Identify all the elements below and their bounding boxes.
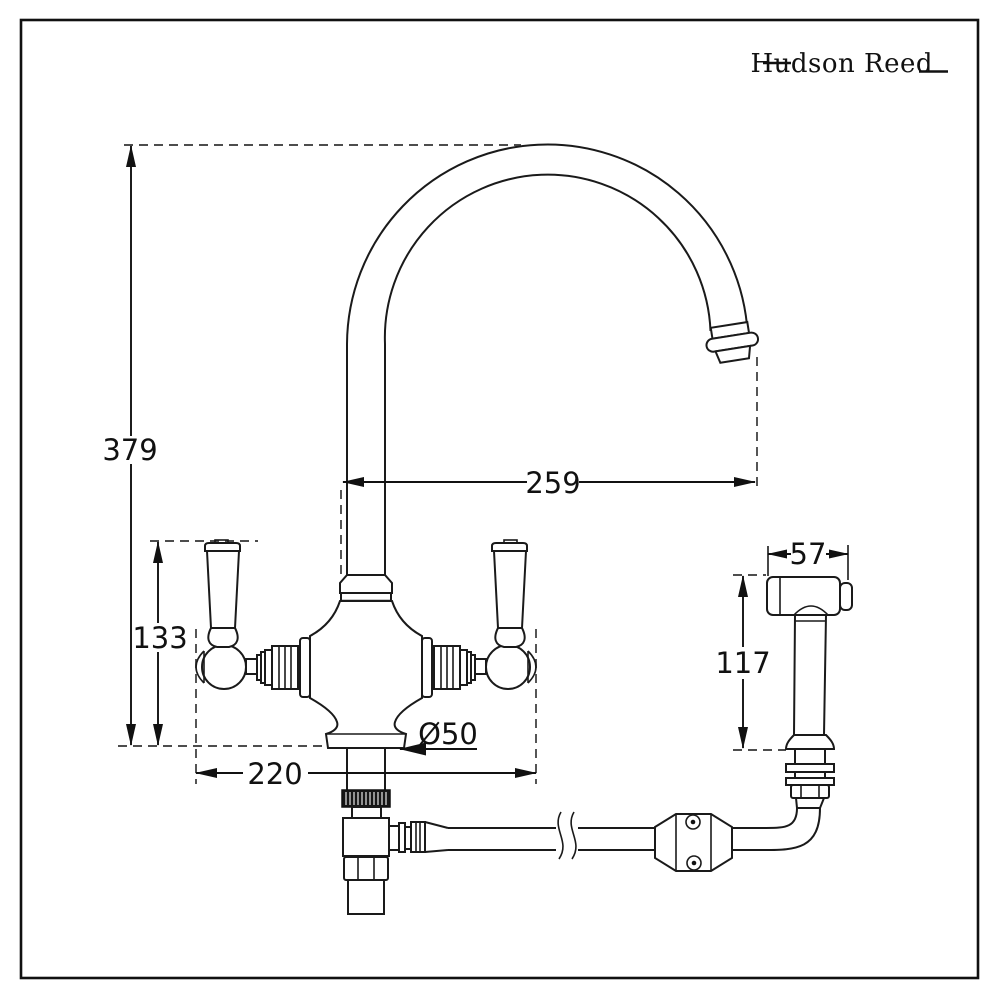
right-handle-hub [485, 644, 531, 690]
riser-collar [339, 574, 393, 594]
threaded-shank [347, 879, 385, 915]
right-valve-spindle [474, 658, 487, 675]
dim-259-arrow-right [734, 477, 756, 487]
spout-nozzle [705, 320, 760, 364]
drawing-border [19, 18, 980, 980]
sprayer-head-end-cap [839, 582, 853, 611]
right-lever-handle [491, 539, 528, 648]
coupling-screw-bottom [686, 855, 702, 871]
dim-220-arrow-left [195, 768, 217, 778]
dim-overall-height-label: 379 [102, 433, 157, 467]
hose-taper [424, 821, 449, 853]
dim-220-arrow-right [515, 768, 537, 778]
coupling-body [654, 813, 733, 872]
dim-base-diameter-label: Ø50 [418, 717, 478, 751]
left-handle-hub [201, 644, 247, 690]
left-lever-handle [204, 539, 241, 648]
dim-117-arrow-up [738, 575, 748, 597]
right-lever-cap [491, 542, 528, 552]
spout [339, 143, 760, 604]
extension-lines [118, 144, 786, 784]
dim-handle-height: 133 [132, 541, 188, 746]
dim-spout-reach-label: 259 [525, 466, 580, 500]
dim-sprayer-height: 117 [715, 575, 771, 749]
dim-133-arrow-up [153, 541, 163, 563]
elbow-inner-edge [732, 807, 798, 829]
brand-name: Hudson Reed [750, 49, 933, 79]
hose-break-symbol [557, 811, 577, 860]
dim-57-extensions [767, 545, 849, 580]
hose-elbow [732, 807, 821, 851]
dim-57-arrow-left [767, 549, 787, 559]
hex-nut [343, 856, 389, 881]
left-valve-flange [299, 637, 311, 698]
nozzle-outlet [714, 344, 752, 364]
left-hub-end-cap [195, 650, 205, 684]
dim-sprayer-width-label: 57 [790, 537, 827, 571]
dim-sprayer-height-label: 117 [715, 646, 770, 680]
right-valve-flange [421, 637, 433, 698]
elbow-outer-edge [732, 807, 821, 851]
hose-coupling [654, 813, 733, 872]
brand-logo: Hudson Reed [750, 49, 948, 79]
left-valve-assembly [195, 637, 311, 698]
spout-outer-edge [346, 143, 748, 578]
dim-spout-reach: 259 [342, 466, 756, 500]
sprayer-neck-1 [794, 748, 826, 765]
dim-57-arrow-right [829, 549, 849, 559]
dim-body-width-label: 220 [247, 757, 302, 791]
dim-body-width: 220 [195, 757, 537, 791]
sprayer-flange-ring-2 [785, 777, 835, 786]
right-lever-shaft [492, 550, 528, 629]
dim-handle-height-label: 133 [132, 621, 187, 655]
sprayer-tail-taper [794, 797, 826, 809]
mixer-body [309, 600, 423, 749]
spout-inner-edge [383, 173, 712, 578]
left-lever-neck [207, 627, 239, 648]
left-lever-shaft [205, 550, 241, 629]
dim-133-arrow-down [153, 724, 163, 746]
tee-body [342, 817, 390, 857]
dim-overall-height: 379 [102, 145, 158, 746]
right-valve-assembly [421, 637, 537, 698]
sprayer-head [766, 576, 841, 616]
left-lever-cap [204, 542, 241, 552]
hose-lines [448, 827, 655, 851]
knurl-lines [345, 792, 387, 805]
dim-379-arrow-down [126, 724, 136, 746]
sprayer-head-arch [793, 605, 829, 616]
dim-base-diameter: Ø50 [399, 717, 478, 756]
coupling-screw-top [685, 814, 701, 830]
coupling-screw-bottom-dot [691, 860, 697, 866]
dim-117-arrow-down [738, 727, 748, 749]
hose-crimp [410, 821, 426, 853]
dim-259-arrow-left [342, 477, 364, 487]
right-lever-neck [494, 627, 526, 648]
supply-assembly [341, 748, 449, 915]
sprayer-base-flare [784, 734, 836, 750]
right-valve-flange-2 [459, 649, 468, 686]
dim-d50-arrow [399, 742, 426, 756]
tee-neck [351, 806, 382, 819]
body-outline [309, 600, 423, 749]
right-hub-end-cap [527, 650, 537, 684]
dim-379-arrow-up [126, 145, 136, 167]
sprayer-flange-ring-1 [785, 763, 835, 773]
supply-hose [448, 811, 655, 860]
dim-sprayer-width: 57 [767, 537, 849, 580]
left-valve-flange-2 [264, 649, 273, 686]
sprayer-handle-tube [793, 614, 827, 736]
tee-side-port [388, 825, 400, 851]
sprayer-hex-nut [790, 784, 830, 799]
coupling-screw-top-dot [690, 819, 696, 825]
left-valve-spindle [245, 658, 258, 675]
side-sprayer [766, 576, 853, 809]
